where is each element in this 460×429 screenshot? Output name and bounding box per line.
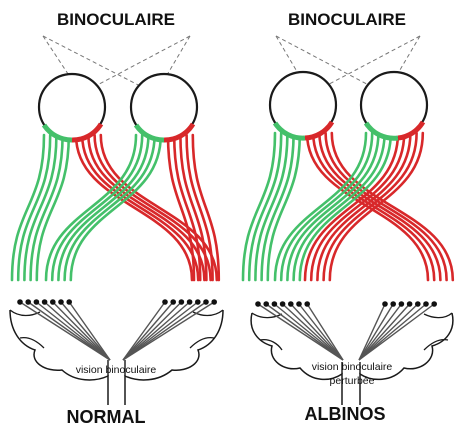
projection-line (36, 302, 110, 360)
brain-label-line-2: perturbée (330, 375, 375, 387)
projection-line (359, 304, 434, 360)
projection-line (359, 304, 410, 360)
projection-line (359, 304, 401, 360)
panel-normal: BINOCULAIRE vision binoculaire (10, 10, 223, 427)
fiber-terminal-dot (170, 299, 176, 305)
panel-caption: NORMAL (67, 407, 146, 427)
fiber-terminal-dot (382, 301, 388, 307)
projection-line (123, 302, 214, 360)
visual-cortex (10, 310, 223, 405)
right-eye (361, 72, 427, 138)
projection-line (123, 302, 198, 360)
left-eye (270, 72, 336, 138)
visual-cortex (251, 313, 453, 405)
projection-line (359, 304, 426, 360)
cortex-projection-lines (255, 301, 437, 360)
projection-line (291, 304, 343, 360)
panel-title: BINOCULAIRE (288, 10, 406, 29)
fiber-terminal-dot (288, 301, 294, 307)
projection-line (123, 302, 190, 360)
projection-line (45, 302, 110, 360)
projection-line (123, 302, 165, 360)
fiber-terminal-dot (423, 301, 429, 307)
projection-line (69, 302, 110, 360)
panel-caption: ALBINOS (305, 404, 386, 424)
panel-title: BINOCULAIRE (57, 10, 175, 29)
brain-label-line-1: vision binoculaire (312, 361, 393, 373)
fiber-terminal-dot (195, 299, 201, 305)
fiber-terminal-dot (304, 301, 310, 307)
fiber-terminal-dot (280, 301, 286, 307)
fiber-terminal-dot (17, 299, 23, 305)
fiber-terminal-dot (25, 299, 31, 305)
fiber-terminal-dot (407, 301, 413, 307)
projection-line (266, 304, 343, 360)
right-eye (131, 74, 197, 140)
fiber-terminal-dot (203, 299, 209, 305)
fiber-terminal-dot (34, 299, 40, 305)
projection-line (20, 302, 110, 360)
fiber-terminal-dot (296, 301, 302, 307)
fiber-terminal-dot (58, 299, 64, 305)
fiber-terminal-dot (431, 301, 437, 307)
fiber-terminal-dot (415, 301, 421, 307)
optic-fibers (243, 133, 453, 280)
fiber-terminal-dot (50, 299, 56, 305)
left-eye (39, 74, 105, 140)
projection-line (274, 304, 343, 360)
fiber-terminal-dot (179, 299, 185, 305)
cortex-projection-lines (17, 299, 217, 360)
fiber-terminal-dot (211, 299, 217, 305)
fiber-terminal-dot (263, 301, 269, 307)
projection-line (123, 302, 181, 360)
fiber-terminal-dot (187, 299, 193, 305)
fiber-terminal-dot (399, 301, 405, 307)
optic-fibers (12, 135, 219, 280)
panel-albinos: BINOCULAIRE vision binoculaire perturbée… (243, 10, 453, 424)
brain-label: vision binoculaire (76, 364, 157, 376)
fiber-terminal-dot (390, 301, 396, 307)
fiber-terminal-dot (162, 299, 168, 305)
fiber-terminal-dot (255, 301, 261, 307)
fiber-green (52, 135, 142, 280)
fiber-green (46, 135, 136, 280)
fiber-terminal-dot (66, 299, 72, 305)
fiber-terminal-dot (42, 299, 48, 305)
projection-line (359, 304, 385, 360)
fiber-terminal-dot (272, 301, 278, 307)
projection-line (53, 302, 110, 360)
